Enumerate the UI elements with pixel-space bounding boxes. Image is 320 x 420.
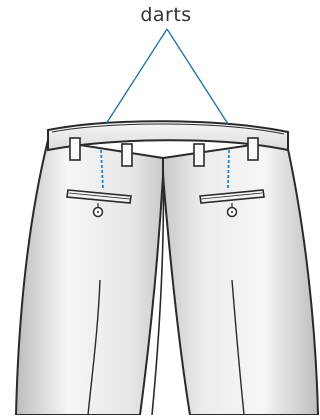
belt-loop-4: [247, 137, 259, 161]
belt-loop-3: [193, 143, 205, 167]
leader-line-left: [105, 28, 168, 125]
right-dart: [227, 149, 230, 189]
left-crease: [87, 279, 101, 416]
center-seam: [151, 157, 165, 416]
right-pocket: [199, 189, 265, 204]
right-crease: [231, 279, 245, 416]
right-button: [226, 203, 238, 218]
waistband-inner-rim: [51, 123, 285, 135]
left-button: [92, 203, 104, 218]
left-pocket: [66, 189, 132, 204]
waistband: [47, 120, 289, 152]
leader-line-right: [166, 28, 229, 125]
left-dart: [100, 149, 104, 189]
belt-loop-1: [69, 137, 81, 161]
left-leg: [14, 138, 164, 416]
belt-loop-2: [121, 143, 133, 167]
darts-label: darts: [140, 4, 192, 26]
